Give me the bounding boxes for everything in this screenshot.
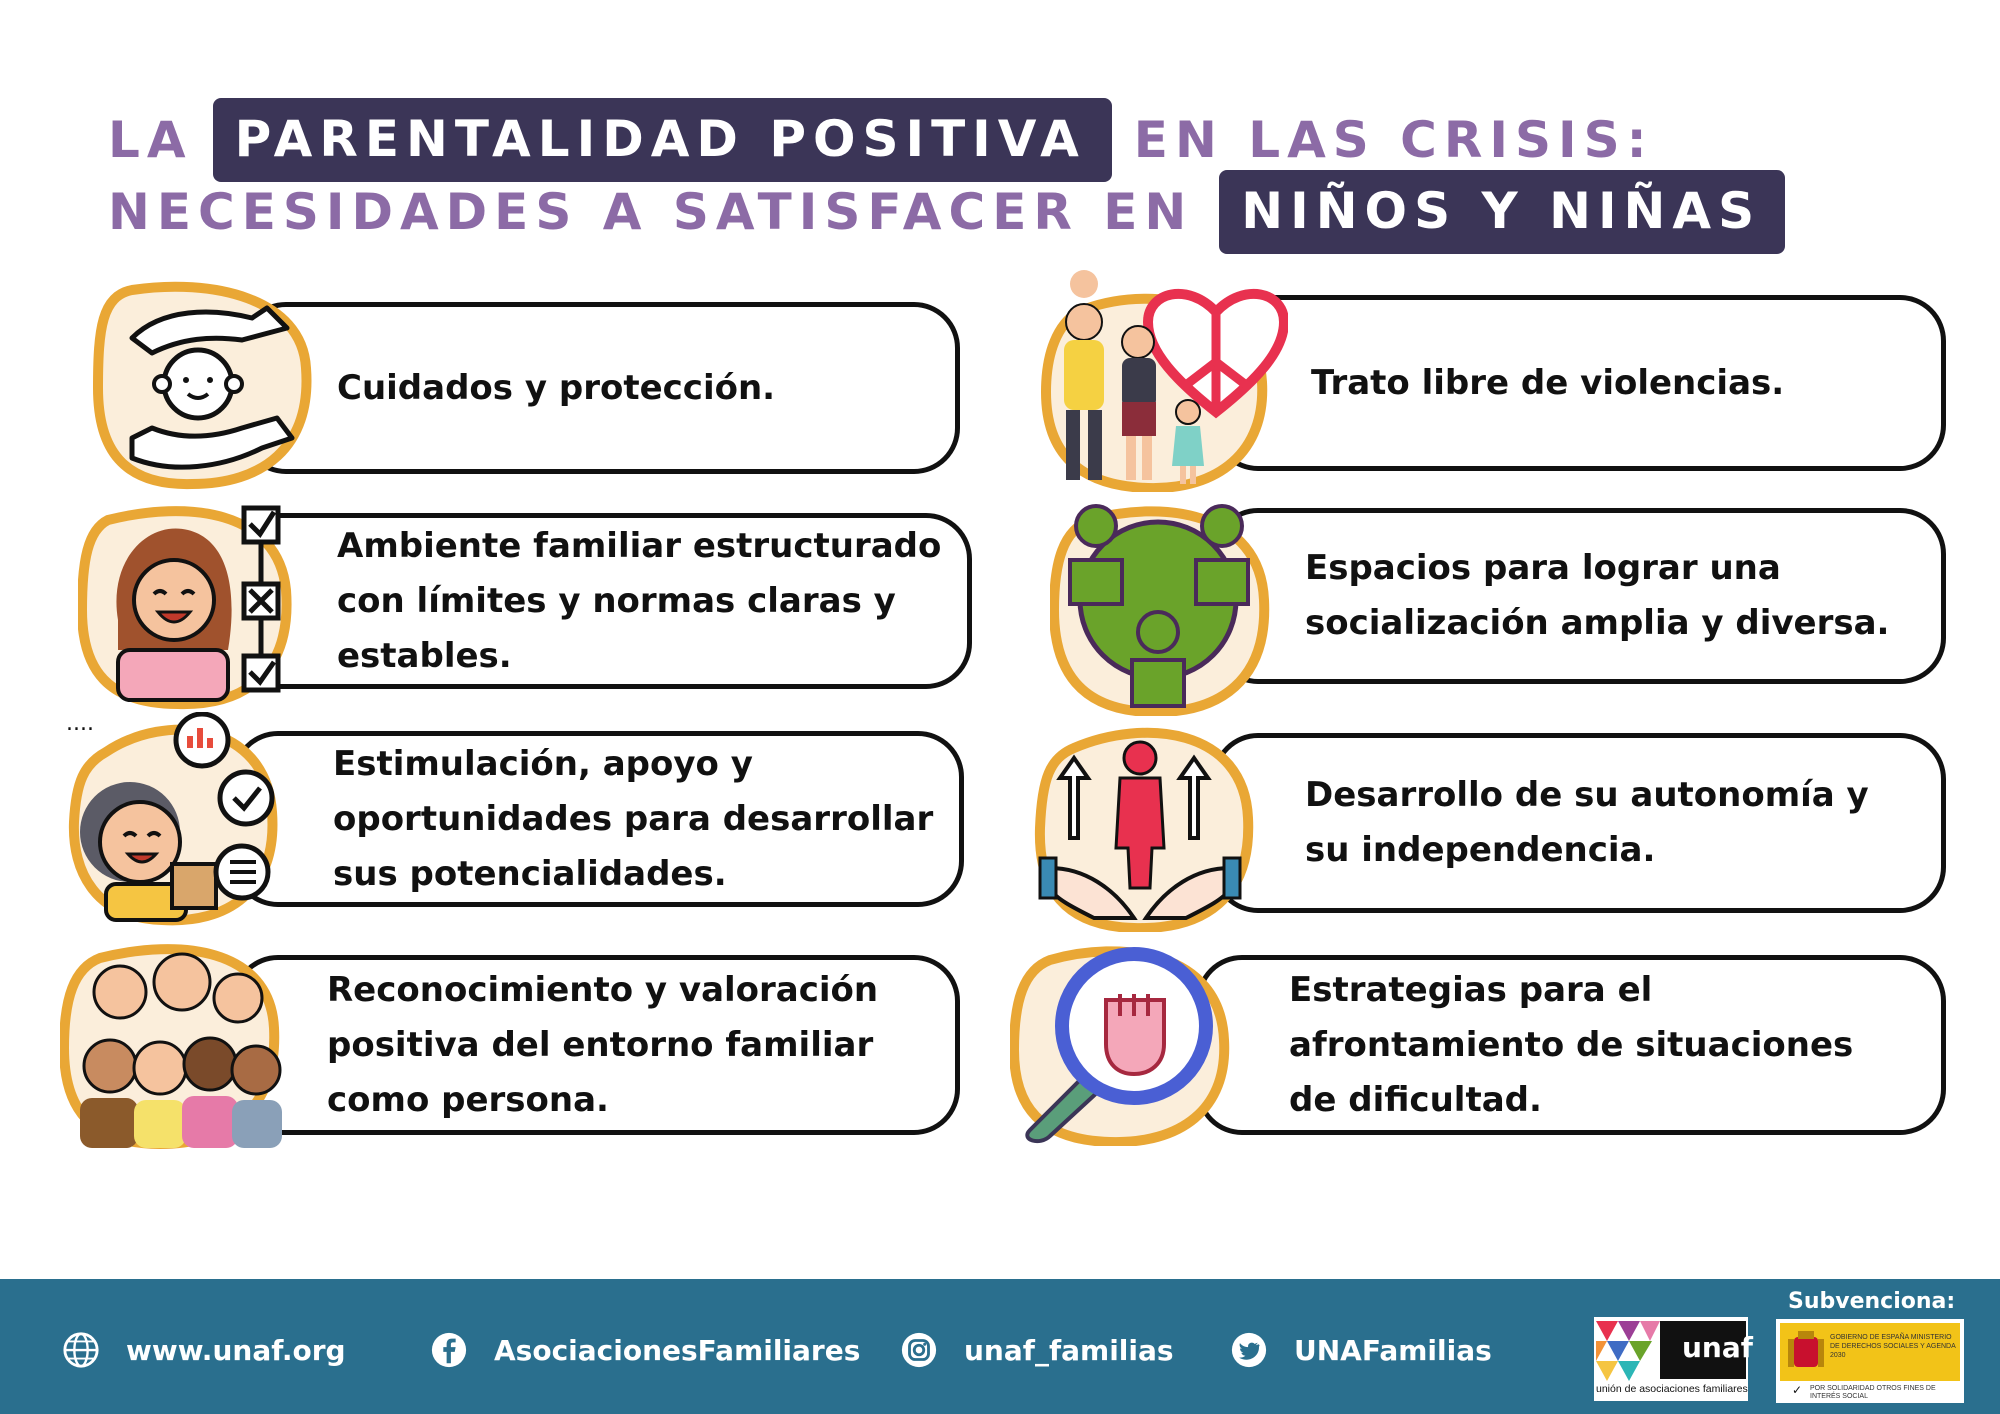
footer-instagram[interactable]: unaf_familias xyxy=(900,1331,1174,1369)
gobierno-logo: GOBIERNO DE ESPAÑA MINISTERIO DE DERECHO… xyxy=(1776,1319,1964,1403)
need-text: Estrategias para el afrontamiento de sit… xyxy=(1289,969,1854,1120)
website-link[interactable]: www.unaf.org xyxy=(126,1333,346,1367)
need-card-ambiente: Ambiente familiar estructurado con límit… xyxy=(232,513,972,689)
caring-hands-baby-icon xyxy=(92,278,314,490)
title-prefix: LA xyxy=(108,111,193,169)
child-learning-icon: .... xyxy=(66,712,288,926)
need-card-reconocimiento: Reconocimiento y valoración positiva del… xyxy=(232,955,960,1135)
twitter-link[interactable]: UNAFamilias xyxy=(1294,1333,1492,1367)
need-text: Ambiente familiar estructurado con límit… xyxy=(337,525,942,676)
facebook-link[interactable]: AsociacionesFamiliares xyxy=(494,1333,861,1367)
facebook-icon xyxy=(431,1332,467,1368)
unaf-logo-caption: unión de asociaciones familiares xyxy=(1596,1383,1748,1395)
subvenciona-label: Subvenciona: xyxy=(1788,1289,1956,1314)
instagram-icon xyxy=(901,1332,937,1368)
family-group-icon xyxy=(60,938,290,1150)
twitter-icon xyxy=(1231,1332,1267,1368)
title-line-1: LA PARENTALIDAD POSITIVA EN LAS CRISIS: xyxy=(108,98,1654,182)
need-card-espacios: Espacios para lograr una socialización a… xyxy=(1212,508,1946,684)
footer-website[interactable]: www.unaf.org xyxy=(62,1331,346,1369)
title-highlight-ninos: NIÑOS Y NIÑAS xyxy=(1219,170,1786,254)
footer-bar: www.unaf.org AsociacionesFamiliares unaf… xyxy=(0,1279,2000,1414)
family-peace-heart-icon xyxy=(1038,262,1288,492)
need-text: Espacios para lograr una socialización a… xyxy=(1305,548,1890,643)
need-text: Trato libre de violencias. xyxy=(1311,362,1785,403)
people-network-icon xyxy=(1050,500,1270,716)
gobierno-logo-text: GOBIERNO DE ESPAÑA MINISTERIO DE DERECHO… xyxy=(1830,1334,1956,1359)
fist-magnifier-icon xyxy=(1010,940,1232,1146)
check-icon: ✓ xyxy=(1792,1383,1803,1397)
coat-of-arms-icon xyxy=(1788,1331,1824,1367)
unaf-logo: unaf unión de asociaciones familiares xyxy=(1594,1317,1753,1401)
need-card-desarrollo: Desarrollo de su autonomía y su independ… xyxy=(1212,733,1946,913)
person-growth-hands-icon xyxy=(1034,718,1256,932)
need-text: Estimulación, apoyo y oportunidades para… xyxy=(333,743,934,894)
footer-facebook[interactable]: AsociacionesFamiliares xyxy=(430,1331,860,1369)
need-text: Reconocimiento y valoración positiva del… xyxy=(327,969,879,1120)
title-highlight-parentalidad: PARENTALIDAD POSITIVA xyxy=(212,98,1112,182)
need-text: Cuidados y protección. xyxy=(337,367,776,408)
need-text: Desarrollo de su autonomía y su independ… xyxy=(1305,775,1869,870)
footer-twitter[interactable]: UNAFamilias xyxy=(1230,1331,1492,1369)
need-card-cuidados: Cuidados y protección. xyxy=(240,302,960,474)
need-card-trato: Trato libre de violencias. xyxy=(1212,295,1946,471)
woman-checklist-icon xyxy=(78,500,300,710)
title-line-2: NECESIDADES A SATISFACER EN NIÑOS Y NIÑA… xyxy=(108,170,1786,254)
svg-text:....: .... xyxy=(66,712,94,736)
gobierno-caption: POR SOLIDARIDAD OTROS FINES DE INTERÉS S… xyxy=(1810,1385,1936,1400)
globe-icon xyxy=(63,1332,99,1368)
title-line2-prefix: NECESIDADES A SATISFACER EN xyxy=(108,183,1194,241)
need-card-estrategias: Estrategias para el afrontamiento de sit… xyxy=(1196,955,1946,1135)
title-suffix: EN LAS CRISIS: xyxy=(1133,111,1654,169)
unaf-logo-text: unaf xyxy=(1682,1331,1753,1364)
need-card-estimulacion: Estimulación, apoyo y oportunidades para… xyxy=(232,731,964,907)
instagram-link[interactable]: unaf_familias xyxy=(964,1333,1174,1367)
